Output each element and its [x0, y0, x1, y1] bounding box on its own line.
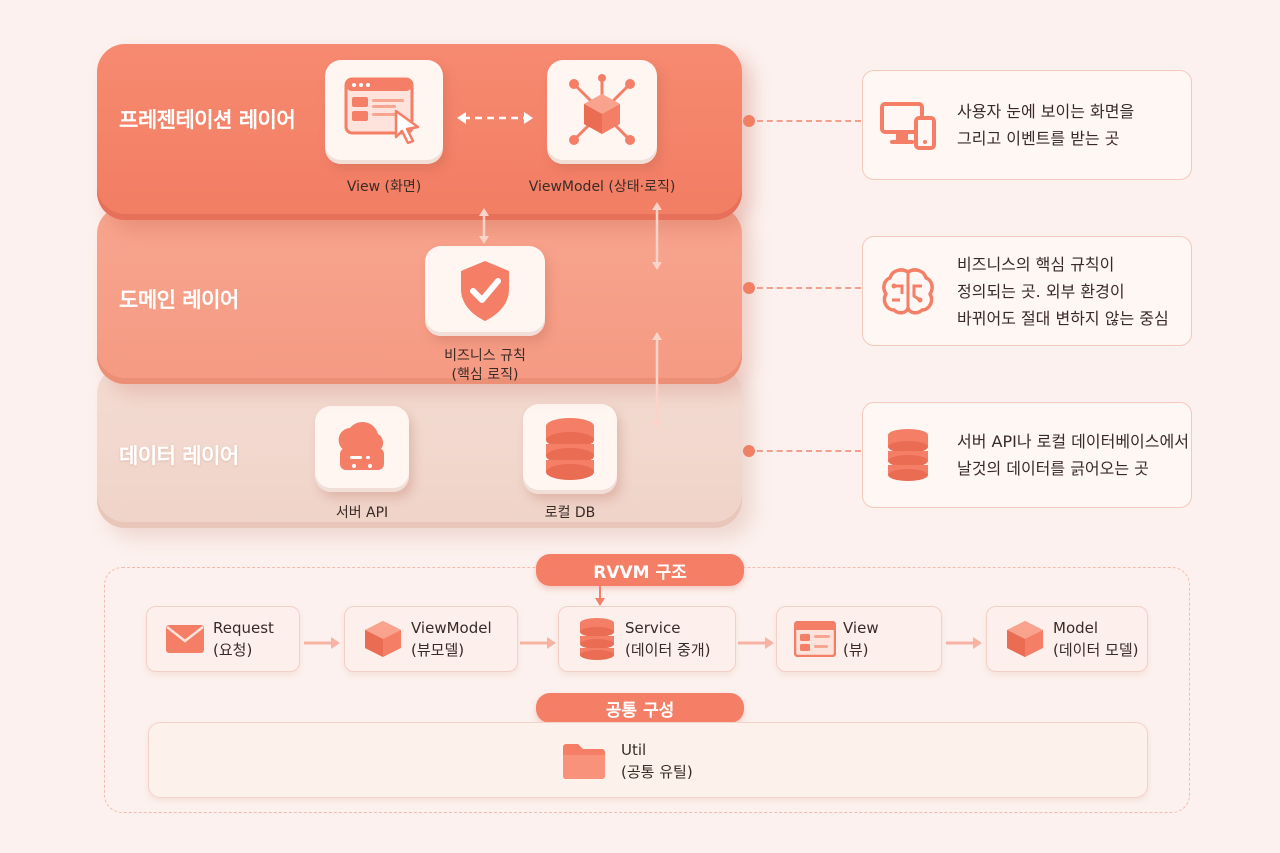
- presentation-layer: 프레젠테이션 레이어 View (화면): [97, 44, 742, 220]
- flow-arrow-2-icon: [520, 637, 556, 649]
- util-box[interactable]: Util (공통 유틸): [148, 722, 1148, 798]
- data-layer: 데이터 레이어 서버 API 로컬 DB: [97, 366, 742, 528]
- data-info-card: 서버 API나 로컬 데이터베이스에서 날것의 데이터를 긁어오는 곳: [862, 402, 1192, 508]
- data-connector-dot: [743, 445, 755, 457]
- devices-icon: [880, 102, 936, 150]
- view-viewmodel-arrow-icon: [457, 112, 533, 124]
- common-title: 공통 구성: [536, 693, 744, 723]
- data-connector-line: [757, 450, 861, 452]
- domain-layer-title: 도메인 레이어: [119, 288, 239, 312]
- business-rules-label-line1: 비즈니스 규칙: [444, 348, 526, 364]
- domain-connector-line: [757, 287, 861, 289]
- flow-view-sub: (뷰): [843, 641, 869, 659]
- cube-icon: [1007, 621, 1043, 657]
- presentation-connector-dot: [743, 115, 755, 127]
- util-sub: (공통 유틸): [621, 763, 693, 781]
- domain-info-line2: 정의되는 곳. 외부 환경이: [957, 281, 1125, 301]
- window-cursor-icon: [344, 77, 420, 145]
- business-rules-label-line2: (핵심 로직): [451, 367, 519, 383]
- flow-viewmodel-name: ViewModel: [411, 619, 492, 637]
- util-name: Util: [621, 741, 647, 759]
- flow-model-name: Model: [1053, 619, 1099, 637]
- window-icon: [794, 621, 836, 657]
- rvvm-down-arrow-icon: [595, 586, 605, 606]
- brain-icon: [882, 268, 934, 315]
- shield-check-icon: [461, 261, 509, 321]
- domain-info-line1: 비즈니스의 핵심 규칙이: [957, 254, 1115, 274]
- cube-network-icon: [569, 74, 635, 145]
- flow-service-name: Service: [625, 619, 681, 637]
- cube-icon: [365, 621, 401, 657]
- presentation-info-card: 사용자 눈에 보이는 화면을 그리고 이벤트를 받는 곳: [862, 70, 1192, 180]
- server-api-tile[interactable]: [315, 406, 409, 492]
- database-icon: [888, 429, 928, 481]
- database-icon: [546, 418, 594, 480]
- data-info-line1: 서버 API나 로컬 데이터베이스에서: [957, 432, 1189, 451]
- flow-request-sub: (요청): [213, 641, 253, 659]
- flow-model-card[interactable]: Model (데이터 모델): [986, 606, 1148, 672]
- viewmodel-label: ViewModel (상태·로직): [528, 179, 676, 195]
- cloud-server-icon: [338, 421, 384, 470]
- presentation-info-line2: 그리고 이벤트를 받는 곳: [957, 129, 1120, 148]
- view-label: View (화면): [346, 179, 422, 195]
- domain-info-line3: 바뀌어도 절대 변하지 않는 중심: [957, 308, 1169, 328]
- flow-service-card[interactable]: Service (데이터 중개): [558, 606, 736, 672]
- envelope-icon: [166, 625, 204, 653]
- view-tile[interactable]: [325, 60, 443, 164]
- flow-service-sub: (데이터 중개): [625, 641, 711, 659]
- server-api-label: 서버 API: [335, 505, 389, 521]
- data-info-line2: 날것의 데이터를 긁어오는 곳: [957, 459, 1149, 478]
- domain-info-card: 비즈니스의 핵심 규칙이 정의되는 곳. 외부 환경이 바뀌어도 절대 변하지 …: [862, 236, 1192, 346]
- flow-arrow-1-icon: [304, 637, 340, 649]
- folder-icon: [563, 744, 605, 779]
- flow-arrow-3-icon: [738, 637, 774, 649]
- presentation-connector-line: [757, 120, 861, 122]
- flow-view-name: View: [843, 619, 879, 637]
- data-layer-title: 데이터 레이어: [119, 444, 239, 468]
- flow-request-card[interactable]: Request (요청): [146, 606, 300, 672]
- presentation-layer-title: 프레젠테이션 레이어: [119, 108, 296, 132]
- domain-data-arrow-icon: [652, 332, 662, 428]
- flow-model-sub: (데이터 모델): [1053, 641, 1139, 659]
- viewmodel-domain-arrow-icon: [652, 202, 662, 270]
- flow-arrow-4-icon: [946, 637, 982, 649]
- domain-connector-dot: [743, 282, 755, 294]
- viewmodel-tile[interactable]: [547, 60, 657, 164]
- local-db-tile[interactable]: [523, 404, 617, 494]
- business-rules-tile[interactable]: [425, 246, 545, 336]
- flow-request-name: Request: [213, 619, 274, 637]
- view-domain-arrow-icon: [479, 208, 489, 244]
- database-icon: [580, 618, 614, 660]
- presentation-info-line1: 사용자 눈에 보이는 화면을: [957, 102, 1135, 121]
- local-db-label: 로컬 DB: [544, 505, 596, 521]
- domain-layer: 도메인 레이어 비즈니스 규칙 (핵심 로직): [97, 206, 742, 384]
- flow-viewmodel-card[interactable]: ViewModel (뷰모델): [344, 606, 518, 672]
- rvvm-title: RVVM 구조: [536, 554, 744, 586]
- flow-view-card[interactable]: View (뷰): [776, 606, 942, 672]
- flow-viewmodel-sub: (뷰모델): [411, 641, 465, 659]
